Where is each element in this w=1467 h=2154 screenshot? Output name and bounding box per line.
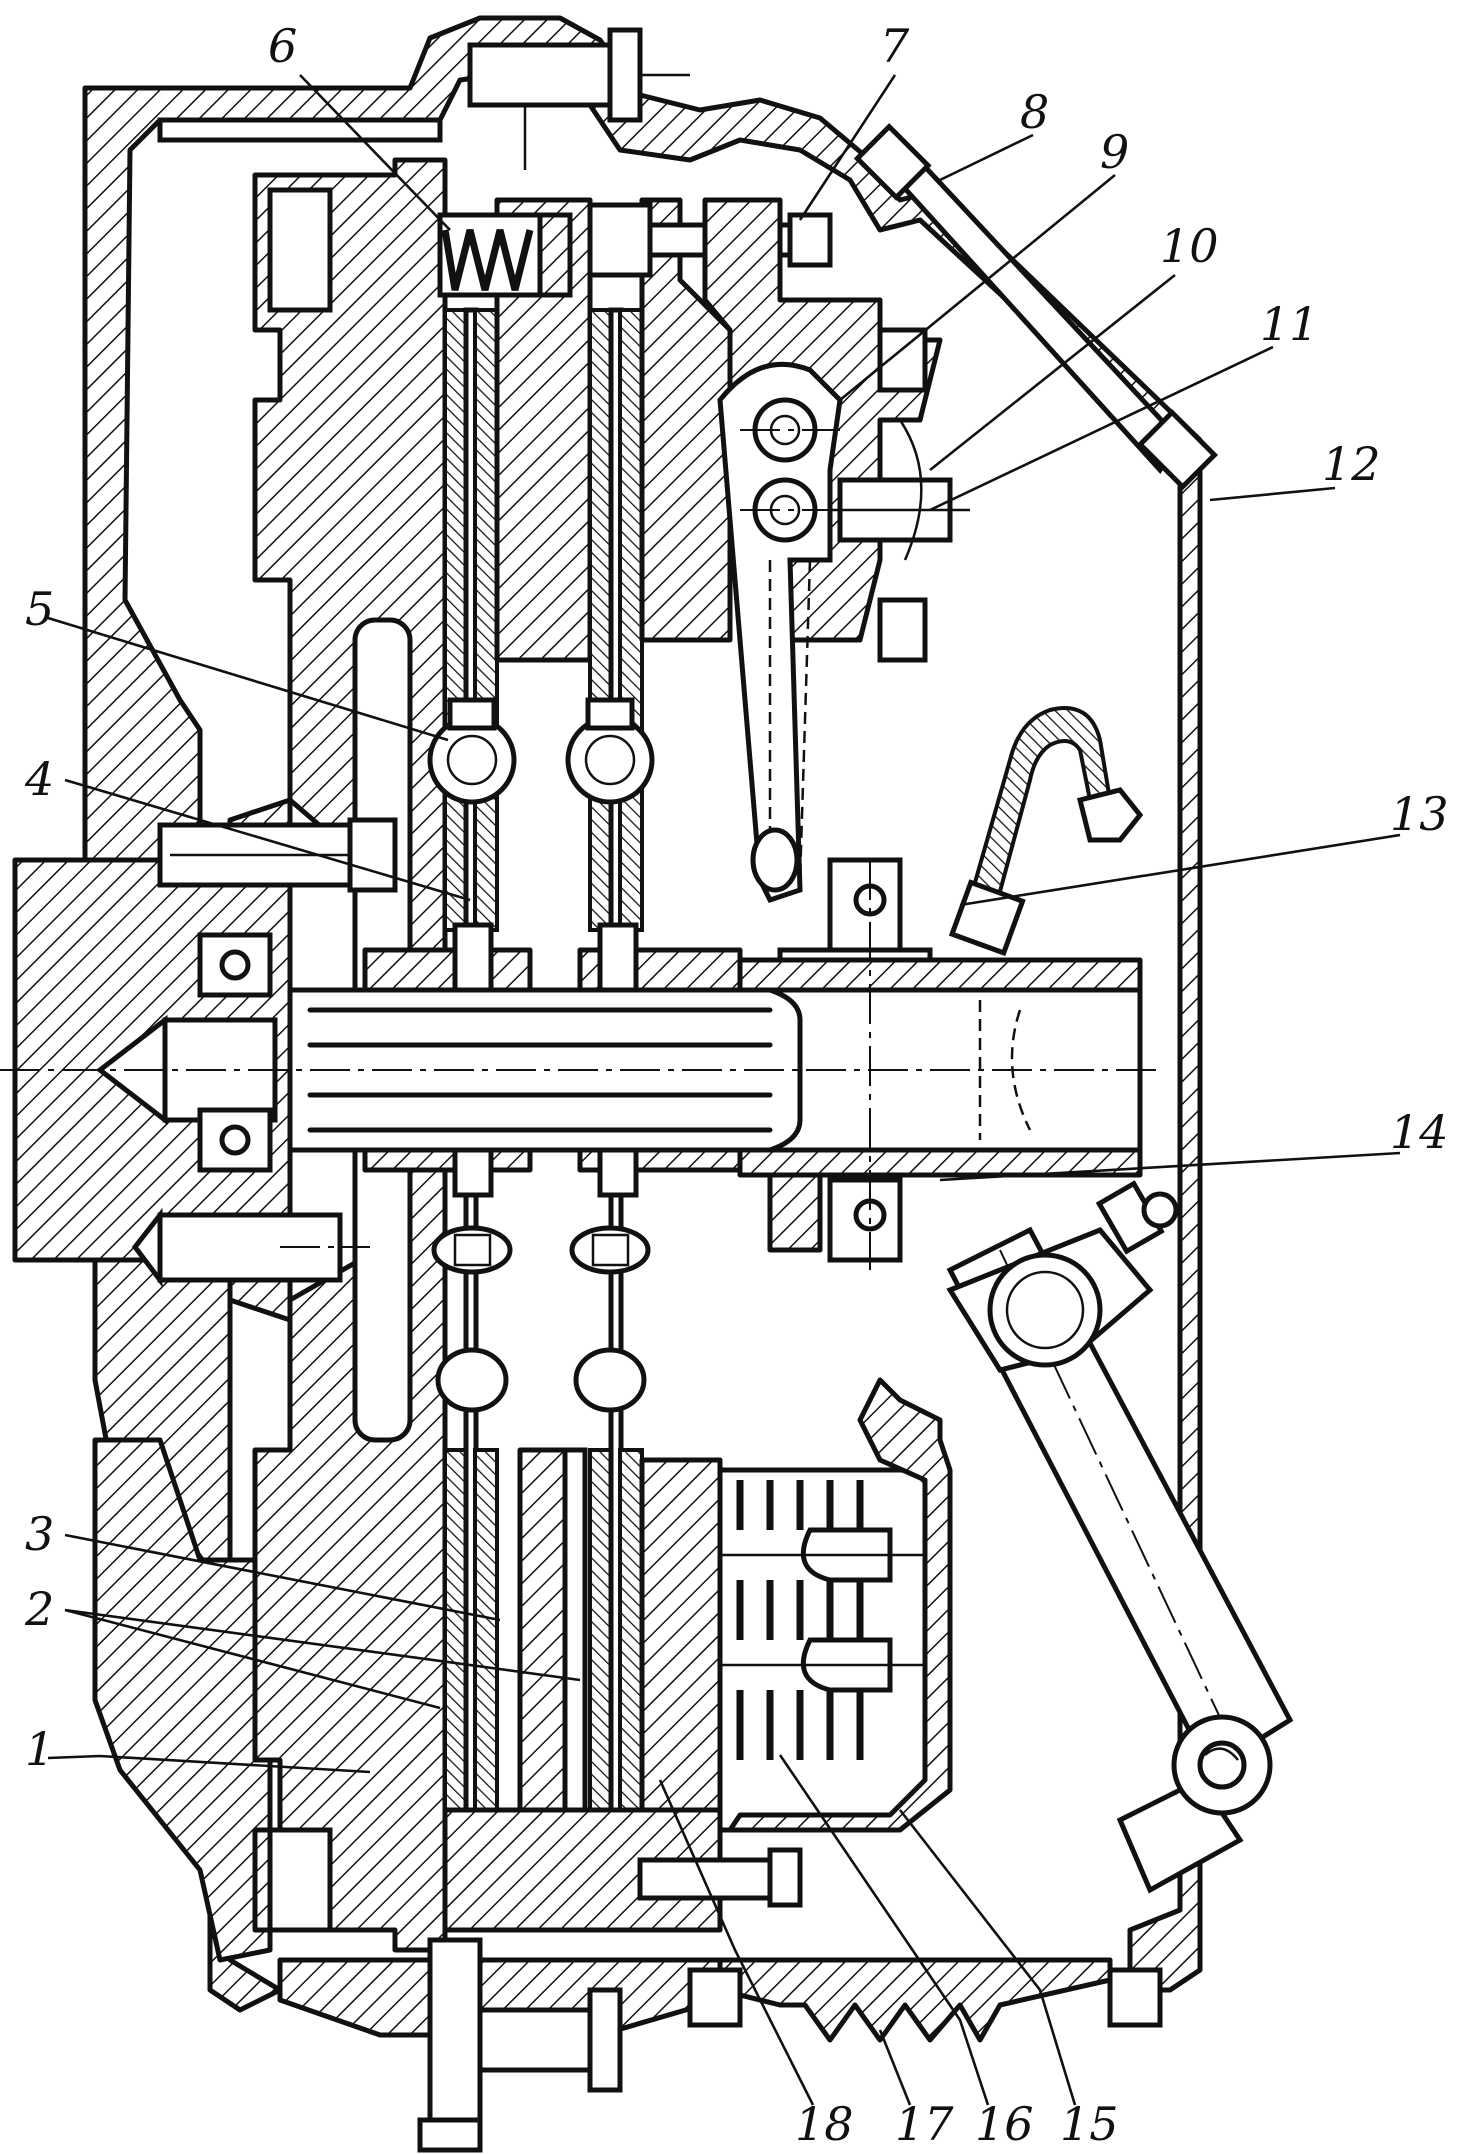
- damper-rivets-lower: [431, 1225, 651, 1413]
- leader-lines: [47, 74, 1401, 2106]
- fork-lever-pin: [1171, 1714, 1273, 1816]
- bell-housing: [82, 15, 1203, 2038]
- label-3: 3: [25, 1507, 54, 1561]
- reference-numbers: 1 2 3 4 5 6 7 8 9 10 11 12 13 14 15 16 1…: [24, 19, 1449, 2151]
- damper-spring-rear: [565, 697, 655, 805]
- spring-cover: [727, 1377, 953, 1833]
- release-fork-shaft: [946, 1180, 1179, 1373]
- release-bearing-lower: [767, 1167, 903, 1263]
- label-2: 2: [24, 1582, 54, 1636]
- label-18: 18: [795, 2097, 854, 2151]
- top-coil-spring: [437, 212, 573, 298]
- release-lever: [717, 361, 843, 904]
- label-14: 14: [1390, 1105, 1449, 1159]
- release-bearing-upper: [777, 857, 933, 968]
- housing-cover: [853, 123, 1219, 491]
- lubrication-hose: [948, 706, 1144, 957]
- label-10: 10: [1160, 219, 1219, 273]
- bottom-cover: [687, 1957, 1163, 2043]
- label-5: 5: [25, 582, 54, 636]
- label-6: 6: [268, 19, 297, 73]
- label-4: 4: [24, 752, 54, 806]
- flywheel-bolt-upper: [157, 817, 398, 893]
- label-11: 11: [1260, 297, 1319, 351]
- label-8: 8: [1020, 85, 1049, 139]
- label-15: 15: [1060, 2097, 1119, 2151]
- label-9: 9: [1100, 125, 1129, 179]
- intermediate-plate: [494, 197, 593, 1813]
- label-16: 16: [975, 2097, 1034, 2151]
- label-1: 1: [25, 1722, 54, 1776]
- label-17: 17: [895, 2097, 954, 2151]
- pilot-bearing: [197, 932, 273, 1173]
- damper-spring-front: [427, 697, 517, 805]
- pressure-springs: [717, 1467, 953, 1833]
- label-12: 12: [1322, 437, 1381, 491]
- top-housing-bolt: [467, 27, 690, 170]
- rear-disc-carrier: [442, 1807, 803, 1933]
- label-13: 13: [1390, 787, 1449, 841]
- label-7: 7: [880, 19, 910, 73]
- bottom-housing-bolt: [417, 1937, 623, 2153]
